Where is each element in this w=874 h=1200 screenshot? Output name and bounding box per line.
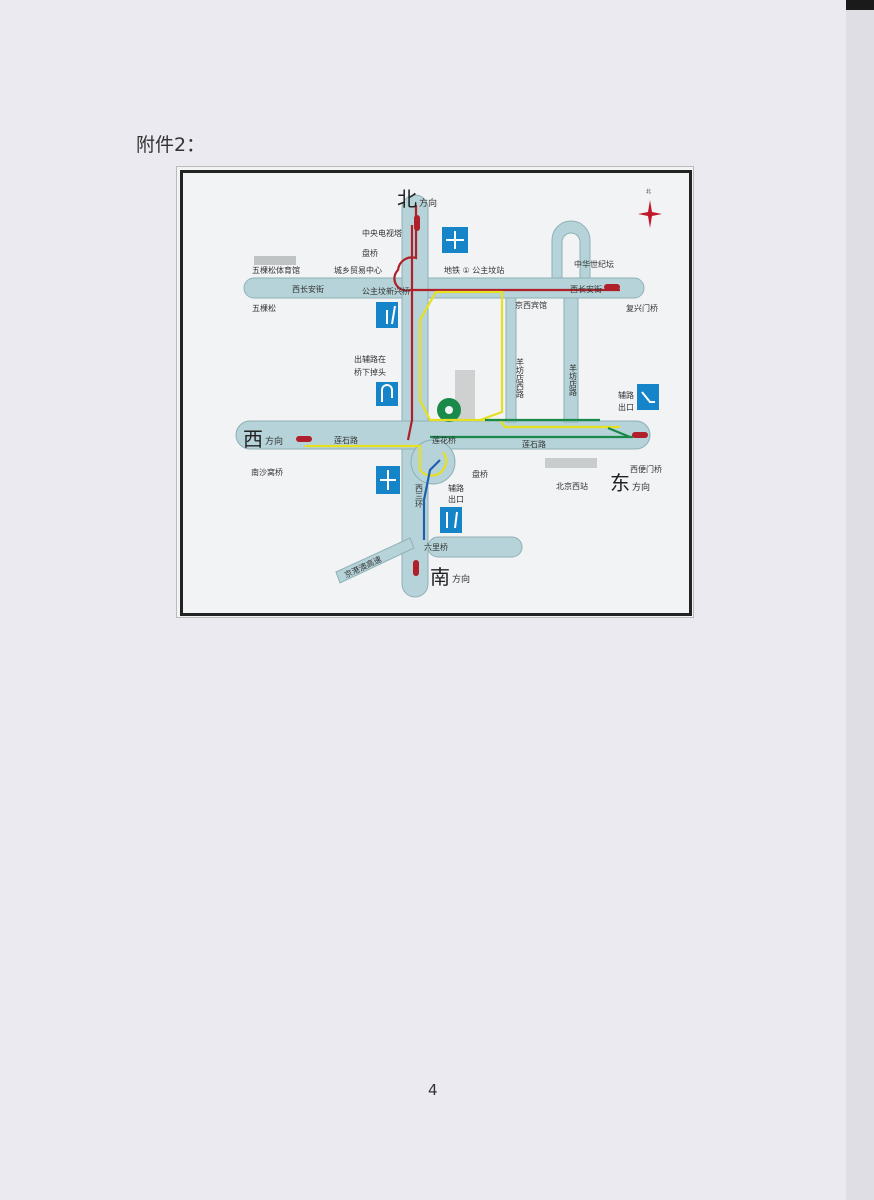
map-label: 出口 [448,494,464,504]
svg-text:方向: 方向 [632,481,650,493]
sign-exit-right-icon [637,384,659,410]
road-west-second-ring [401,194,429,598]
map-label: 羊坊店西路 [516,357,525,398]
page-number: 4 [428,1081,438,1099]
car-icon [296,436,312,442]
road-jinggangao [335,537,415,584]
gym-building [254,256,296,265]
route-red [393,205,620,441]
map-label: 西便门桥 [630,464,662,474]
svg-text:方向: 方向 [419,197,437,209]
south-label: 南 [430,565,450,589]
map-label: 北京西站 [556,481,588,491]
road-yangfangdian [563,297,579,423]
map-label: 城乡贸易中心 [334,265,382,275]
map-label: 西长安街 [570,284,602,294]
west-label: 西 [243,427,263,451]
route-blue [422,459,441,540]
map-label: 公主坟新兴桥 [362,286,410,296]
map-label: 出口 [618,402,634,412]
map-label: 莲石路 [522,439,546,449]
map-label: 五棵松 [252,303,276,313]
route-green [430,418,633,439]
east-label: 东 [610,471,630,495]
compass-icon: 北 [638,188,662,228]
map-label: 桥下掉头 [354,367,386,377]
map-label: 辅路 [448,483,464,493]
map-label: 南沙窝桥 [251,467,283,477]
svg-text:北: 北 [646,188,651,195]
road-century-loop [551,220,591,279]
map-label: 复兴门桥 [626,303,658,313]
car-icon [632,432,648,438]
attachment-title: 附件2： [136,134,206,156]
map-label: 西长安街 [292,284,324,294]
map-label: 地铁 ① 公主坟站 [444,265,504,275]
car-icon [414,215,420,231]
car-icon [413,560,419,576]
map-label: 中央电视塔 [362,228,402,238]
svg-text:方向: 方向 [452,573,470,585]
station-building [545,458,597,468]
scan-edge [846,0,874,1200]
road-liuli [427,536,523,558]
map-label: 五棵松体育馆 [252,265,300,275]
map-label: 中华世纪坛 [574,259,614,269]
map-label: 盘桥 [362,248,378,258]
sign-lane-merge-icon [440,507,462,533]
map-label: 西三环 [415,484,424,509]
svg-text:方向: 方向 [265,435,283,447]
map-label: 盘桥 [472,469,488,479]
road-yangfangdian-west [505,297,517,423]
map-label: 六里桥 [424,542,448,552]
north-label: 北 [397,187,417,211]
route-yellow [418,290,620,429]
road-xichangan [243,277,645,299]
route-yellow-west [305,444,448,477]
map-label: 京西宾馆 [515,300,547,310]
map-label: 莲石路 [334,435,358,445]
map-label: 莲花桥 [432,435,456,445]
map-label: 辅路 [618,390,634,400]
map-label: 羊坊店路 [569,363,578,396]
map-label: 出辅路在 [354,354,386,364]
scan-corner [846,0,874,10]
car-icon [604,284,620,290]
